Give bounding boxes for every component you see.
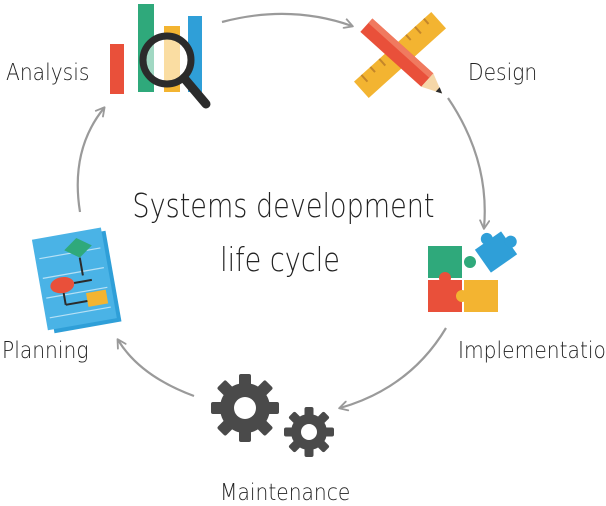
stage-label-maintenance: Maintenance xyxy=(220,480,351,506)
ruler-pencil-icon xyxy=(353,12,447,98)
flowchart-icon xyxy=(31,227,122,334)
diagram-title-line-1: Systems development xyxy=(132,186,435,225)
diagram-title-line-2: life cycle xyxy=(220,240,340,279)
puzzle-icon xyxy=(428,231,518,312)
arrow-design-to-implementation xyxy=(447,97,491,230)
gears-icon xyxy=(211,374,334,457)
arrow-analysis-to-design xyxy=(221,12,354,29)
arrow-planning-to-analysis xyxy=(76,106,106,213)
stage-label-analysis: Analysis xyxy=(6,60,90,86)
bar-chart-magnifier-icon xyxy=(110,4,211,109)
stage-label-planning: Planning xyxy=(2,338,89,364)
stage-label-design: Design xyxy=(468,60,538,86)
arrow-implementation-to-maintenance xyxy=(338,327,447,412)
arrow-maintenance-to-planning xyxy=(116,338,195,398)
stage-label-implementation: Implementation xyxy=(458,338,606,364)
